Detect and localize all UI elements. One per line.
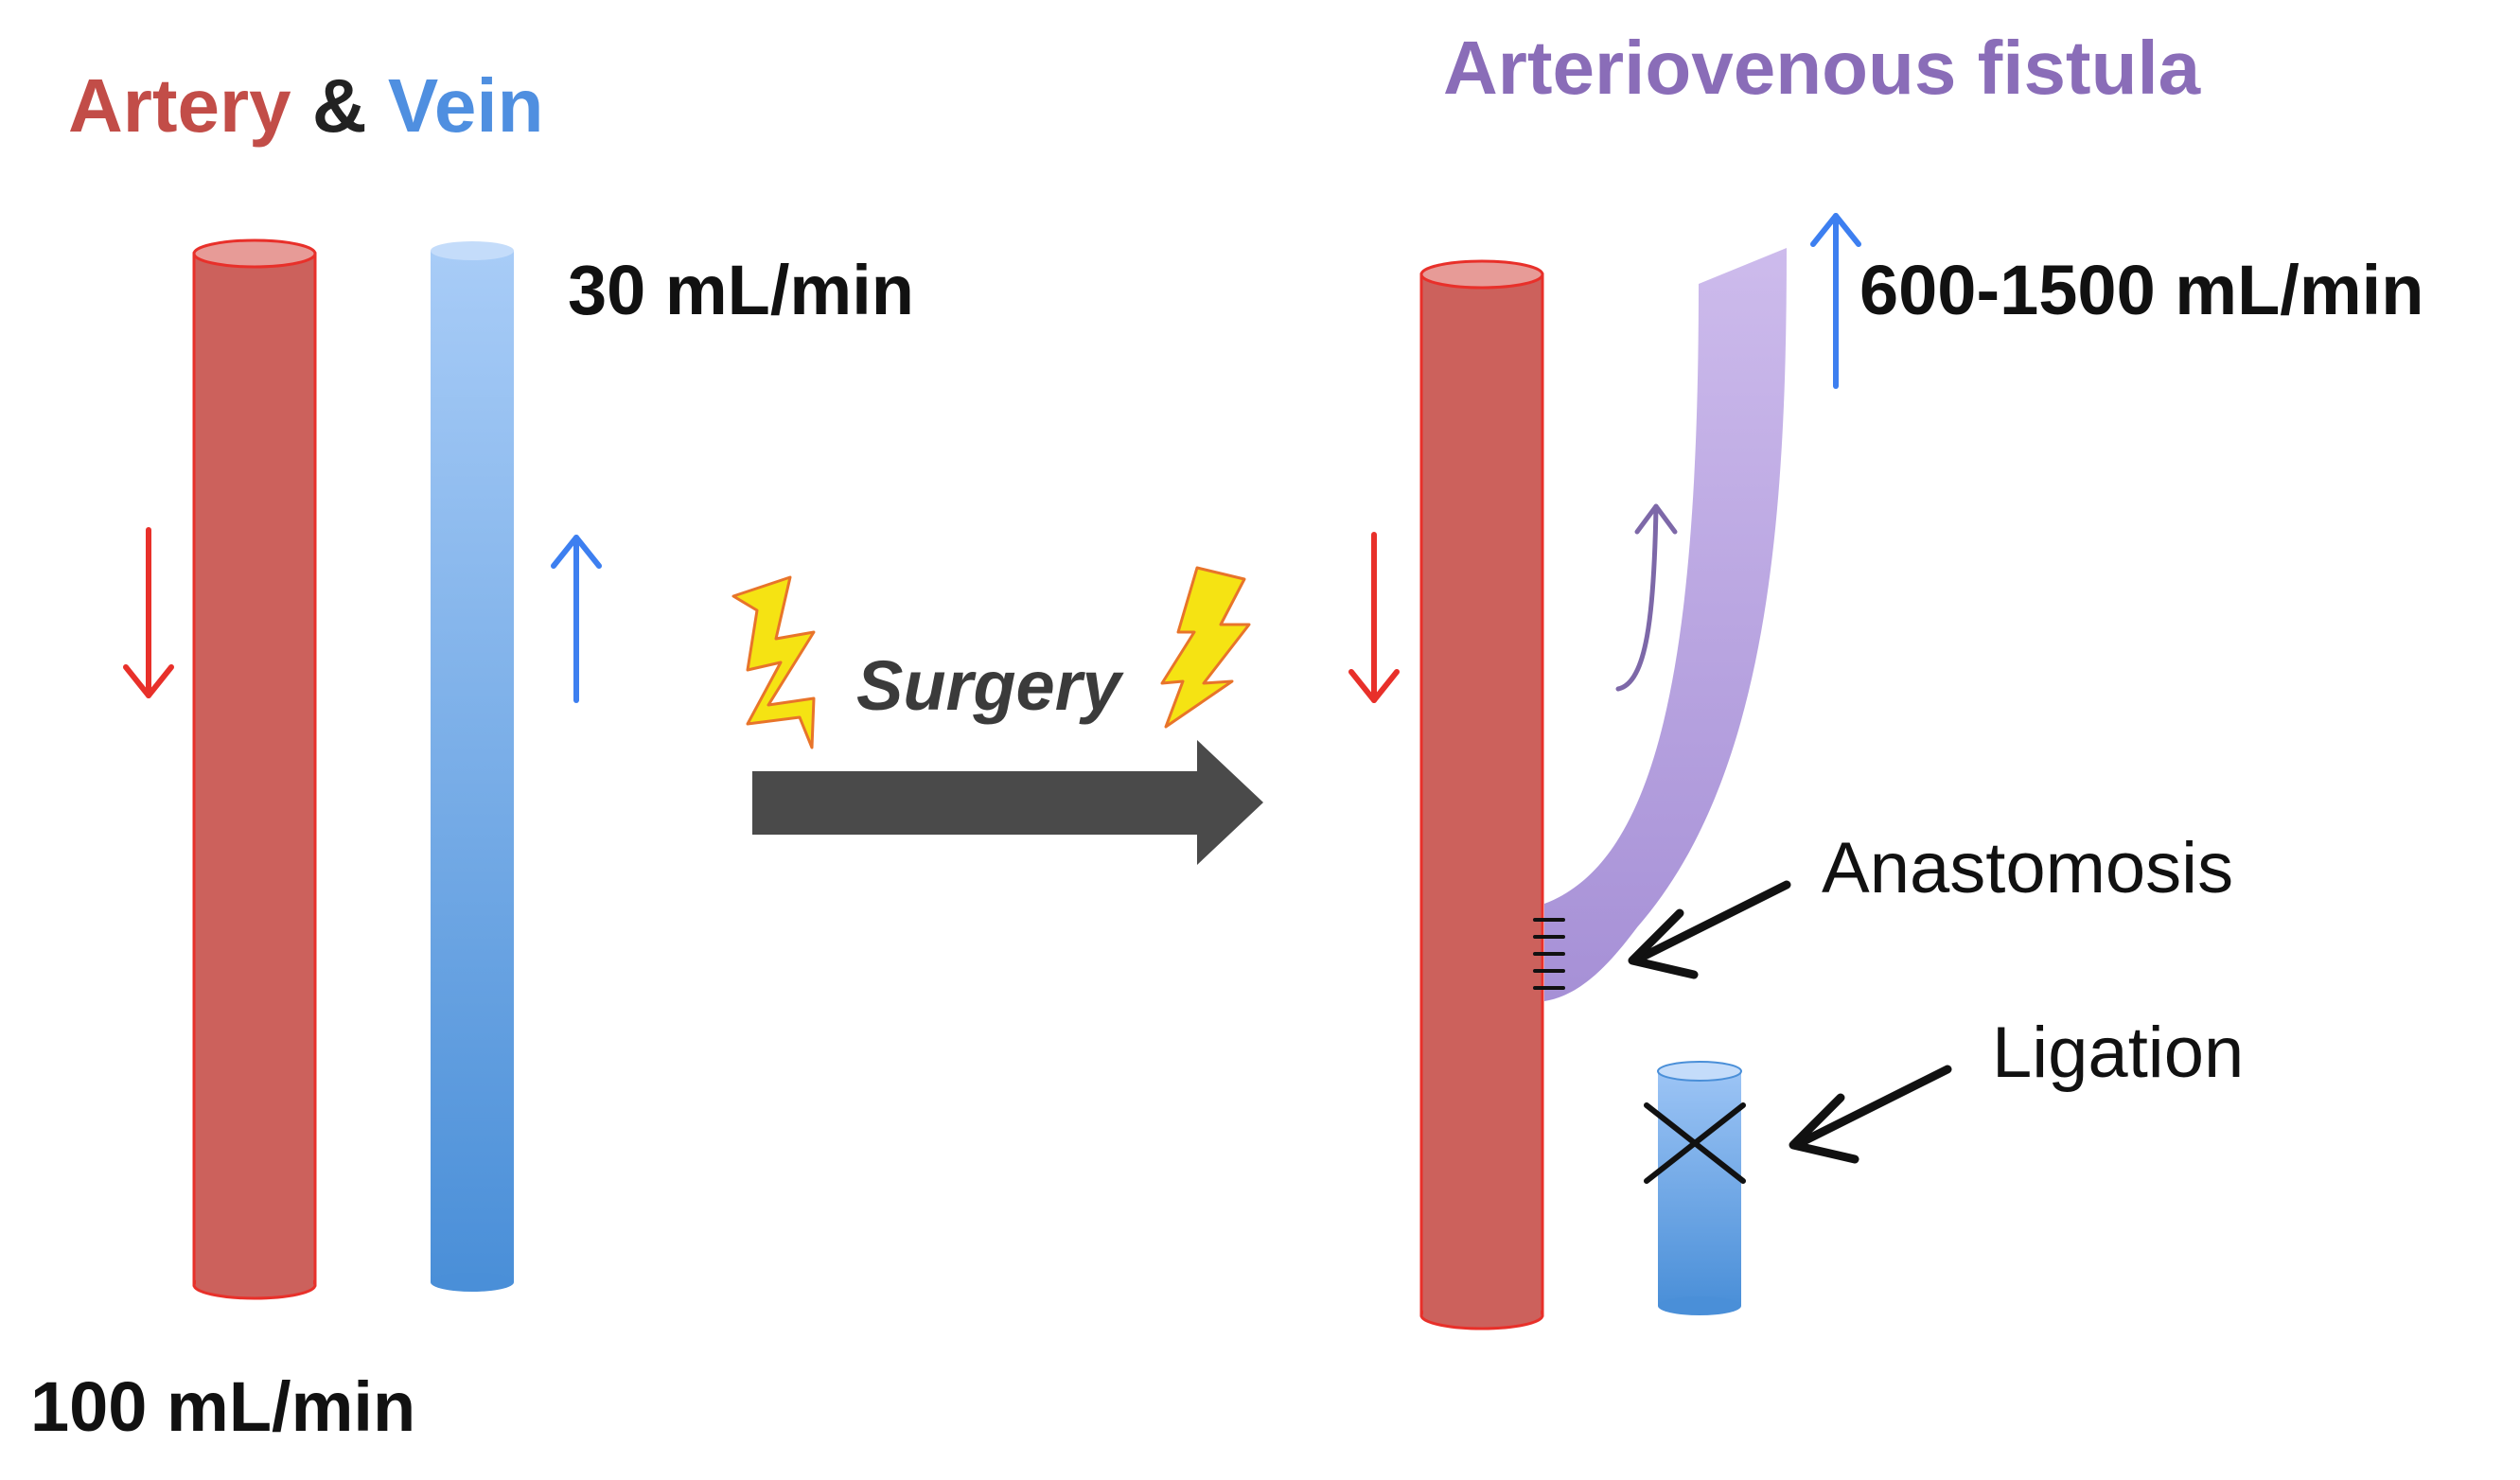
ligated-vein	[1657, 1061, 1742, 1315]
title-vein: Vein	[387, 63, 544, 148]
artery-flow-arrow-icon	[123, 527, 174, 698]
artery-left	[192, 238, 317, 1300]
procedure-arrow-icon	[752, 740, 1263, 865]
anastomosis-label: Anastomosis	[1822, 828, 2234, 908]
artery-right-flow-arrow-icon	[1348, 532, 1400, 703]
anastomosis-pointer-arrow-icon	[1628, 880, 1791, 979]
cross-mark-icon	[1644, 1102, 1746, 1184]
title-amp: &	[311, 63, 367, 148]
fistula-flow-arrow-icon	[1615, 503, 1678, 692]
fistula-vessel	[1544, 248, 1787, 1001]
procedure-label: Surgery	[856, 646, 1121, 725]
vein-flow-arrow-icon	[551, 535, 602, 703]
title-artery: Artery	[68, 63, 291, 148]
ligation-pointer-arrow-icon	[1789, 1065, 1952, 1164]
vein-flow-rate: 30 mL/min	[568, 251, 914, 329]
artery-right	[1419, 259, 1544, 1330]
lightning-bolt-icon	[1160, 566, 1251, 729]
title-left: Artery & Vein	[68, 68, 543, 144]
artery-flow-rate: 100 mL/min	[30, 1367, 416, 1446]
lightning-bolt-icon	[731, 575, 816, 749]
fistula-flow-rate: 600-1500 mL/min	[1859, 251, 2424, 329]
fistula-output-arrow-icon	[1810, 213, 1861, 389]
ligation-label: Ligation	[1992, 1013, 2245, 1093]
anastomosis-stitches	[1533, 918, 1565, 990]
title-right: Arteriovenous fistula	[1443, 26, 2201, 110]
vein-left	[431, 241, 514, 1292]
